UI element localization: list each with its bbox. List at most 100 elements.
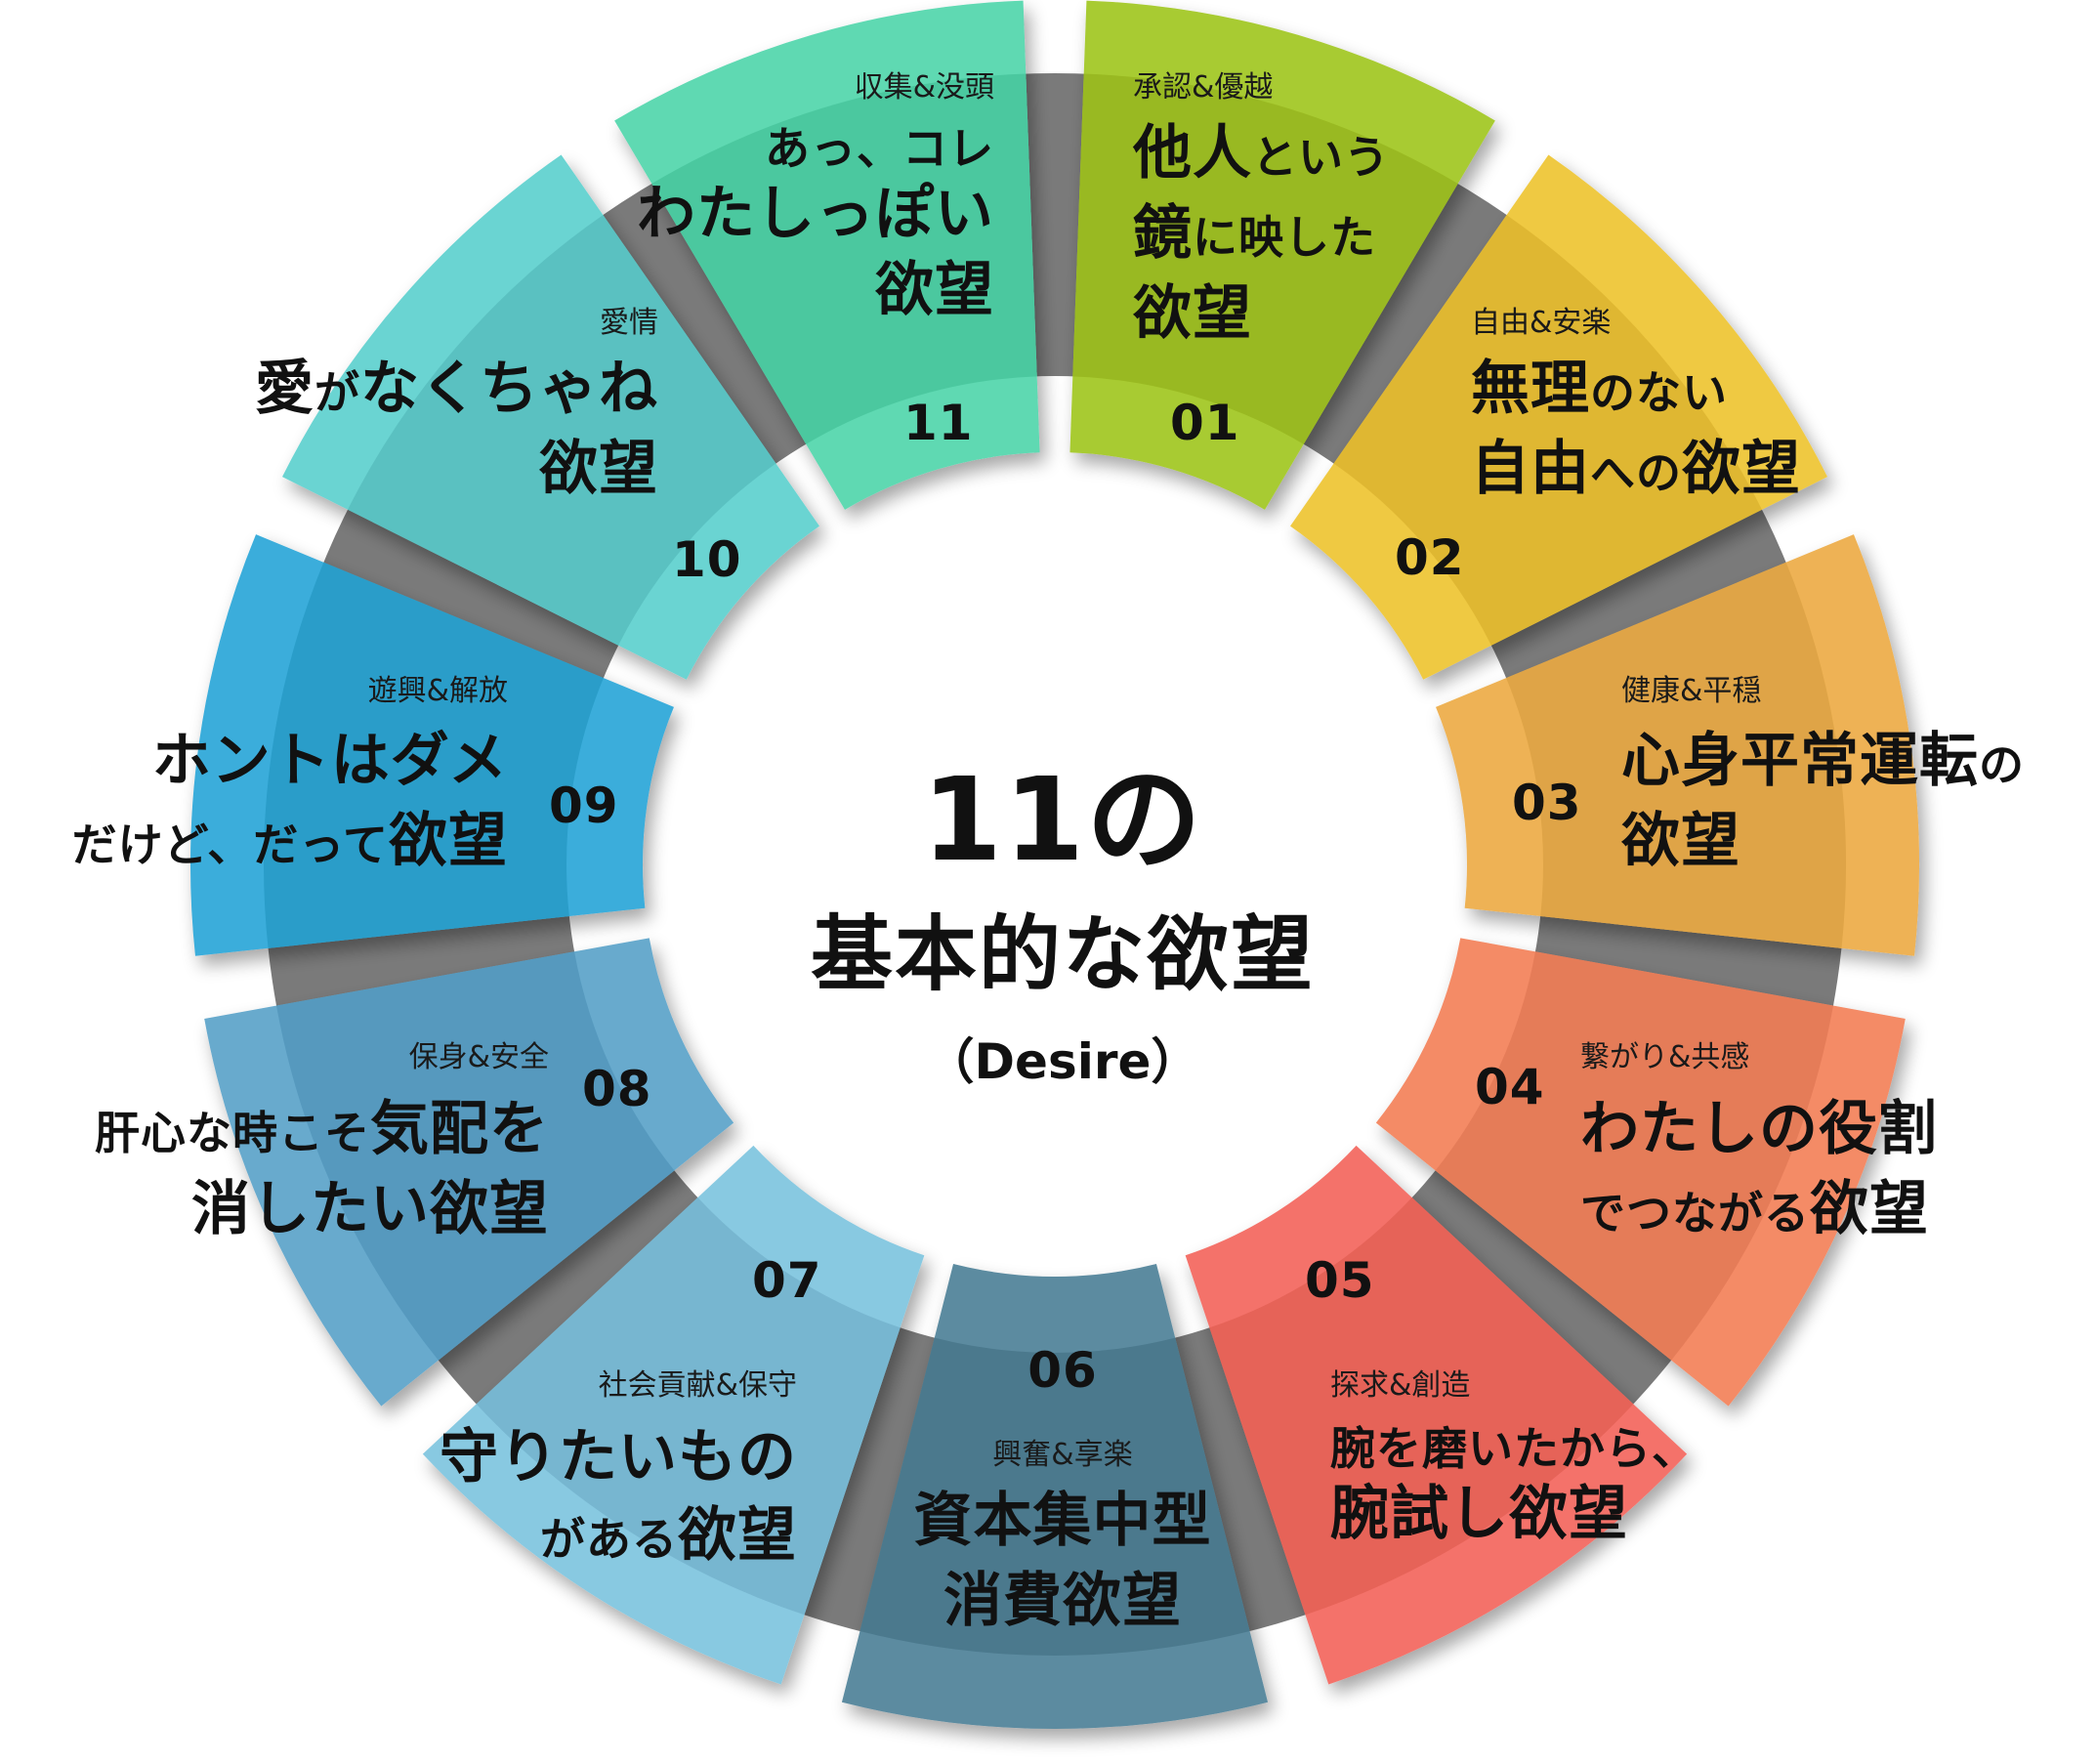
segment-06 bbox=[841, 1263, 1269, 1730]
text-run: 欲望 bbox=[1621, 807, 1740, 875]
text-run: 消したい欲望 bbox=[191, 1175, 549, 1243]
text-run: ホントはダメ bbox=[151, 727, 508, 795]
segment-08-label: 保身&安全 肝心な時こそ気配を 消したい欲望 bbox=[95, 1043, 549, 1239]
segment-mid-band bbox=[476, 1197, 901, 1616]
segment-07 bbox=[422, 1145, 925, 1685]
gap-shadow-bar bbox=[792, 1324, 943, 1635]
segment-03-line-2: 欲望 bbox=[1621, 812, 2025, 870]
segment-08 bbox=[204, 938, 734, 1407]
segment-05-number: 05 bbox=[1305, 1252, 1375, 1309]
segment-01-line-1: 他人という bbox=[1133, 124, 1390, 183]
text-run: なくちゃね bbox=[360, 355, 658, 423]
segment-mid-band bbox=[263, 562, 604, 948]
segment-11-number: 11 bbox=[903, 395, 974, 451]
segment-mid-band bbox=[859, 1337, 1250, 1657]
gap-shadow-bar bbox=[1406, 1164, 1680, 1413]
segment-08-line-2: 消したい欲望 bbox=[95, 1180, 549, 1239]
text-run: の bbox=[1979, 738, 2025, 791]
text-run: 愛 bbox=[255, 355, 314, 423]
segment-mid-band bbox=[1333, 215, 1762, 646]
segment-07-line-2: がある欲望 bbox=[440, 1506, 797, 1565]
text-run: 他人 bbox=[1133, 119, 1252, 188]
segment-01-line-2: 鏡に映した bbox=[1133, 204, 1390, 263]
text-run: あっ、コレ bbox=[765, 122, 994, 175]
text-run: わたしっぽい bbox=[637, 180, 994, 248]
segment-03-line-1: 心身平常運転の bbox=[1621, 732, 2025, 790]
segment-01-number: 01 bbox=[1170, 395, 1240, 451]
segment-04-line-1: わたしの役割 bbox=[1580, 1100, 1938, 1158]
segment-02-line-1: 無理のない bbox=[1471, 359, 1801, 418]
segment-09-label: 遊興&解放 ホントはダメ だけど、だって欲望 bbox=[71, 674, 508, 871]
segment-mid-band bbox=[276, 951, 675, 1361]
segment-09-line-1: ホントはダメ bbox=[72, 732, 508, 790]
text-run: に映した bbox=[1193, 211, 1376, 264]
segment-02-number: 02 bbox=[1395, 529, 1465, 586]
text-run: 欲望 bbox=[389, 807, 508, 875]
segment-05-label: 探求&創造 腕を磨いたから、 腕試し欲望 bbox=[1330, 1368, 1698, 1544]
center-title-english: （Desire） bbox=[925, 1033, 1200, 1090]
text-run: 腕試し欲望 bbox=[1330, 1480, 1628, 1548]
segment-11-line-2: わたしっぽい bbox=[637, 185, 994, 243]
segment-08-line-1: 肝心な時こそ気配を bbox=[95, 1100, 549, 1158]
segment-03-number: 03 bbox=[1512, 775, 1582, 831]
segment-07-label: 社会貢献&保守 守りたいもの がある欲望 bbox=[440, 1368, 797, 1566]
text-run: 欲望 bbox=[875, 256, 994, 324]
text-run: 欲望 bbox=[539, 435, 658, 503]
text-run: という bbox=[1252, 131, 1390, 184]
segment-mid-band bbox=[1506, 562, 1847, 948]
text-run: 無理 bbox=[1471, 355, 1590, 423]
text-run: 欲望 bbox=[1810, 1175, 1929, 1243]
segment-04-category: 繋がり&共感 bbox=[1580, 1040, 1750, 1074]
segment-02-line-2: 自由への欲望 bbox=[1471, 440, 1801, 498]
gap-shadow-bar bbox=[1167, 1324, 1318, 1635]
text-run: のない bbox=[1590, 366, 1728, 419]
segment-01-category: 承認&優越 bbox=[1133, 70, 1274, 105]
gap-shadow-bar bbox=[318, 498, 622, 686]
text-run: 鏡 bbox=[1133, 199, 1193, 268]
segment-06-line-2: 消費欲望 bbox=[818, 1572, 1307, 1630]
text-run: 心身平常運転 bbox=[1621, 727, 1979, 795]
segment-07-category: 社会貢献&保守 bbox=[598, 1368, 797, 1403]
text-run: 欲望 bbox=[1682, 435, 1801, 503]
segment-05 bbox=[1185, 1145, 1688, 1685]
segment-11-line-3: 欲望 bbox=[637, 261, 994, 319]
segment-07-number: 07 bbox=[752, 1252, 822, 1309]
center-title-sub: 基本的な欲望 bbox=[810, 906, 1315, 1002]
segment-06-label: 興奮&享楽 資本集中型 消費欲望 bbox=[818, 1438, 1307, 1631]
segment-02-label: 自由&安楽 無理のない 自由への欲望 bbox=[1471, 306, 1801, 499]
segment-mid-band bbox=[1435, 951, 1833, 1361]
text-run: 自由 bbox=[1471, 435, 1590, 503]
segment-10-category: 愛情 bbox=[600, 306, 658, 340]
segment-09 bbox=[189, 534, 674, 956]
segment-11-line-1: あっ、コレ bbox=[637, 126, 994, 171]
segment-06-line-1: 資本集中型 bbox=[818, 1491, 1307, 1550]
segment-03-label: 健康&平穏 心身平常運転の 欲望 bbox=[1621, 677, 2025, 871]
text-run: への bbox=[1590, 446, 1682, 499]
segment-10 bbox=[281, 154, 819, 680]
segment-11 bbox=[614, 0, 1040, 510]
segment-05-category: 探求&創造 bbox=[1330, 1368, 1471, 1403]
segment-09-number: 09 bbox=[549, 777, 619, 834]
segment-01-line-3: 欲望 bbox=[1133, 284, 1390, 343]
center-title-main: 11の bbox=[921, 752, 1204, 887]
segment-05-line-2: 腕試し欲望 bbox=[1330, 1485, 1698, 1543]
gap-shadow-bar bbox=[593, 177, 814, 469]
segment-06-category: 興奮&享楽 bbox=[992, 1438, 1133, 1472]
segment-04-label: 繋がり&共感 わたしの役割 でつながる欲望 bbox=[1580, 1043, 1938, 1239]
text-run: がある bbox=[540, 1513, 678, 1566]
text-run: わたしの役割 bbox=[1580, 1095, 1938, 1163]
text-run: 資本集中型 bbox=[913, 1487, 1212, 1555]
segment-09-category: 遊興&解放 bbox=[367, 674, 508, 708]
text-run: だけど、だって bbox=[71, 819, 389, 871]
text-run: 気配を bbox=[370, 1095, 549, 1163]
segment-07-line-1: 守りたいもの bbox=[440, 1428, 797, 1487]
text-run: 欲望 bbox=[1133, 279, 1252, 348]
segment-02 bbox=[1290, 154, 1828, 680]
segment-04 bbox=[1375, 938, 1906, 1407]
segment-02-category: 自由&安楽 bbox=[1471, 306, 1612, 340]
segment-10-line-1: 愛がなくちゃね bbox=[255, 359, 658, 418]
text-run: 守りたいもの bbox=[440, 1423, 797, 1491]
text-run: 腕を磨いたから、 bbox=[1330, 1422, 1698, 1475]
segment-10-label: 愛情 愛がなくちゃね 欲望 bbox=[255, 306, 658, 499]
